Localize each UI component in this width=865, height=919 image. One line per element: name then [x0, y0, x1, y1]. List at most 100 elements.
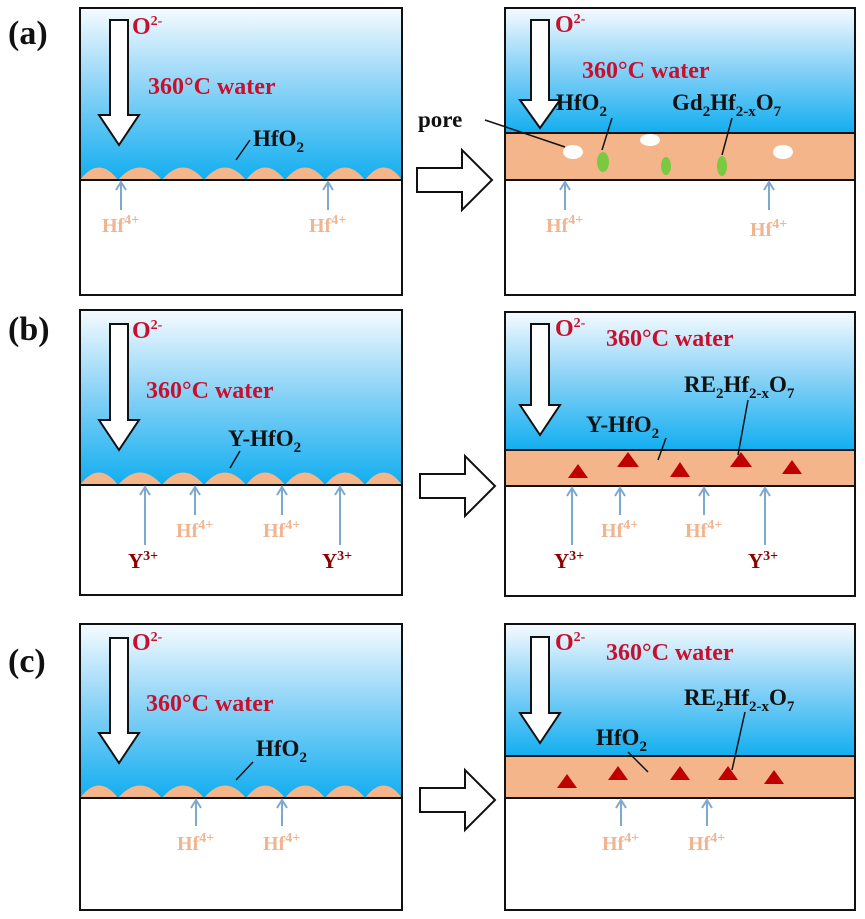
y-hfo2-leader-line: [229, 450, 241, 469]
gd-phase-particle: [661, 157, 671, 175]
panel-label-c: (c): [8, 643, 46, 680]
oxide-layer: [505, 133, 855, 180]
panel-border: [504, 311, 856, 597]
o2-label: O2-: [132, 14, 163, 40]
hf-ion-label: Hf4+: [176, 518, 213, 542]
row-c: (c) O2- 360°C water HfO2 Hf4+ Hf4+: [8, 623, 856, 911]
water-label: 360°C water: [606, 640, 734, 666]
o2-down-arrow-icon: [97, 19, 141, 147]
hfo2-leader-line: [627, 751, 649, 773]
water-region: [80, 8, 402, 180]
panel-border: [79, 623, 403, 911]
re-phase-particle: [782, 460, 802, 474]
re-phase-particle: [568, 464, 588, 478]
panel-border: [504, 7, 856, 296]
pore: [640, 134, 660, 146]
re-phase-particle: [557, 774, 577, 788]
re-leader-line: [731, 711, 746, 771]
hf-ion-arrow-icon: [190, 798, 202, 826]
o2-down-arrow-icon: [97, 637, 141, 765]
hfo2-label: HfO2: [256, 736, 307, 766]
y-ion-label: Y3+: [554, 549, 584, 573]
hfo2-label: HfO2: [253, 126, 304, 156]
y-ion-label: Y3+: [322, 549, 352, 573]
re-phase-particle: [608, 766, 628, 780]
o2-label: O2-: [132, 630, 163, 656]
hf-ion-arrow-icon: [189, 485, 201, 515]
hf-ion-arrow-icon: [559, 180, 571, 210]
hf-ion-label: Hf4+: [309, 213, 346, 237]
hf-ion-arrow-icon: [701, 798, 713, 826]
panel-c-initial: O2- 360°C water HfO2 Hf4+ Hf4+: [79, 623, 403, 911]
transition-arrow-icon: [419, 453, 497, 519]
panel-b-final: O2- 360°C water RE2Hf2-xO7 Y-HfO2 Y3+ Hf…: [504, 311, 856, 597]
hfo2-label: HfO2: [596, 725, 647, 755]
hf-ion-arrow-icon: [115, 180, 127, 210]
panel-label-b: (b): [8, 311, 50, 348]
hf-ion-label: Hf4+: [602, 831, 639, 855]
o2-label: O2-: [555, 630, 586, 656]
o2-down-arrow-icon: [518, 19, 562, 130]
hfo2-leader-line: [235, 139, 251, 161]
hf-ion-arrow-icon: [322, 180, 334, 210]
panel-border: [79, 7, 403, 296]
substrate-region: [80, 485, 402, 595]
hf-ion-arrow-icon: [276, 798, 288, 826]
re2hf2o7-label: RE2Hf2-xO7: [684, 372, 795, 402]
panel-border: [504, 623, 856, 911]
y-ion-label: Y3+: [128, 549, 158, 573]
y-hfo2-label: Y-HfO2: [586, 412, 659, 442]
panel-a-initial: O2- 360°C water HfO2 Hf4+ Hf4+: [79, 7, 403, 296]
hfo2-leader-line: [601, 117, 613, 151]
gd-leader-line: [721, 117, 733, 156]
hf-ion-label: Hf4+: [177, 831, 214, 855]
o2-down-arrow-icon: [97, 323, 141, 452]
panel-label-a: (a): [8, 15, 48, 52]
y-hfo2-label: Y-HfO2: [228, 426, 301, 456]
transition-arrow-icon: [416, 147, 494, 213]
transition-arrow-icon: [419, 767, 497, 833]
substrate-region: [80, 798, 402, 910]
hf-ion-arrow-icon: [276, 485, 288, 515]
pore-label: pore: [418, 107, 462, 132]
hfo2-leader-line: [235, 761, 254, 781]
pore: [773, 145, 793, 159]
hf-ion-arrow-icon: [615, 798, 627, 826]
substrate-region: [505, 486, 855, 596]
o2-down-arrow-icon: [518, 323, 562, 437]
re-leader-line: [737, 399, 749, 456]
water-label: 360°C water: [606, 326, 734, 352]
gd-phase-particle: [717, 156, 727, 176]
hf-ion-label: Hf4+: [263, 518, 300, 542]
substrate-region: [80, 180, 402, 295]
panel-a-final: O2- 360°C water HfO2 Gd2Hf2-xO7 pore Hf4…: [418, 7, 856, 296]
water-label: 360°C water: [146, 378, 274, 404]
o2-down-arrow-icon: [518, 636, 562, 745]
hf-ion-label: Hf4+: [263, 831, 300, 855]
re-phase-particle: [617, 452, 639, 467]
o2-label: O2-: [555, 316, 586, 342]
hf-ion-label: Hf4+: [102, 213, 139, 237]
re-phase-particle: [718, 766, 738, 780]
hf-ion-label: Hf4+: [750, 217, 787, 241]
re-phase-particle: [764, 770, 784, 784]
panel-c-final: O2- 360°C water RE2Hf2-xO7 HfO2 Hf4+ Hf4…: [504, 623, 856, 911]
hf-ion-label: Hf4+: [685, 518, 722, 542]
pore-leader-line: [484, 119, 566, 148]
y-ion-arrow-icon: [334, 485, 346, 545]
y-ion-arrow-icon: [759, 486, 771, 545]
y-hfo2-leader-line: [657, 437, 667, 461]
re-phase-particle: [670, 462, 690, 477]
hf-ion-arrow-icon: [763, 180, 775, 210]
hf-ion-label: Hf4+: [601, 518, 638, 542]
hf-ion-label: Hf4+: [546, 213, 583, 237]
hfo2-label: HfO2: [556, 90, 607, 120]
oxide-nuclei: [80, 167, 402, 180]
row-a: (a) O2- 360°C water HfO2 Hf4+ Hf4+: [8, 7, 856, 296]
water-region: [505, 624, 855, 756]
substrate-region: [505, 180, 855, 295]
pore: [563, 145, 583, 159]
oxide-nuclei: [80, 785, 402, 798]
water-region: [80, 624, 402, 798]
